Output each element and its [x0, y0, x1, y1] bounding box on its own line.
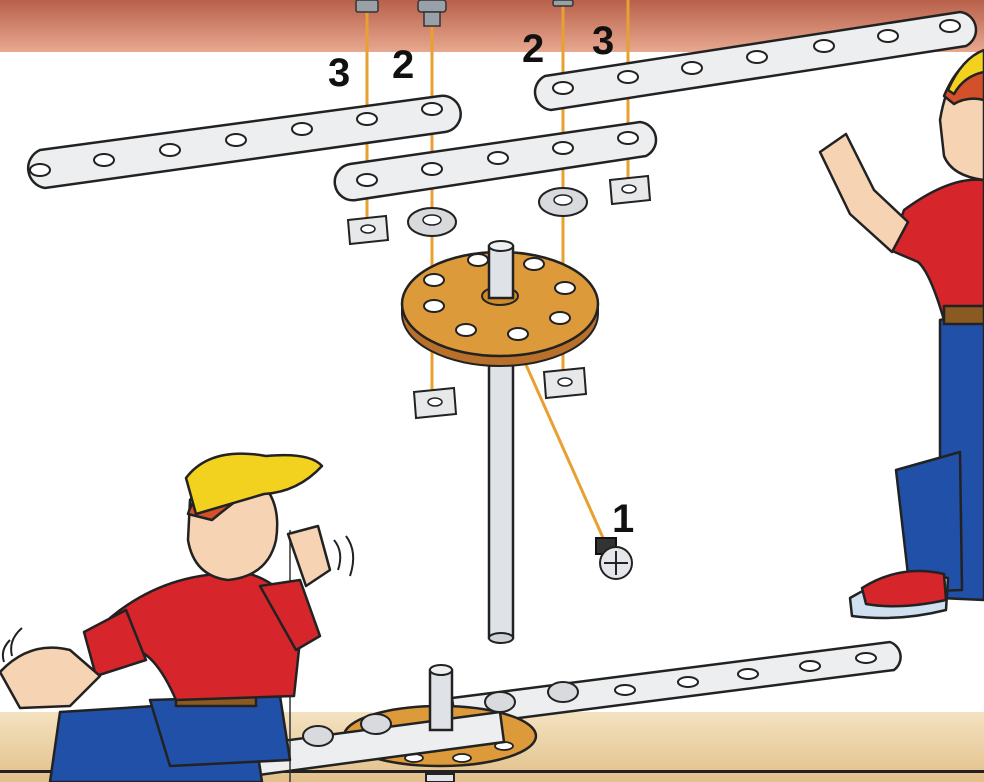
washer: [408, 208, 456, 236]
step-label-2-left: 2: [392, 43, 414, 87]
washer: [539, 188, 587, 216]
step-label-1: 1: [612, 497, 634, 541]
square-nut: [414, 388, 456, 418]
step-label-3-left: 3: [328, 51, 350, 95]
square-nut: [544, 368, 586, 398]
screw-icon: [553, 0, 573, 6]
grub-screw-icon: [596, 538, 632, 579]
step-label-2-right: 2: [522, 27, 544, 71]
axle-rod: [489, 342, 513, 643]
boy-pointing-character: [820, 50, 984, 618]
screw-icon: [356, 0, 378, 12]
square-nut: [348, 216, 388, 244]
step-label-3-right: 3: [592, 19, 614, 63]
square-nut: [610, 176, 650, 204]
